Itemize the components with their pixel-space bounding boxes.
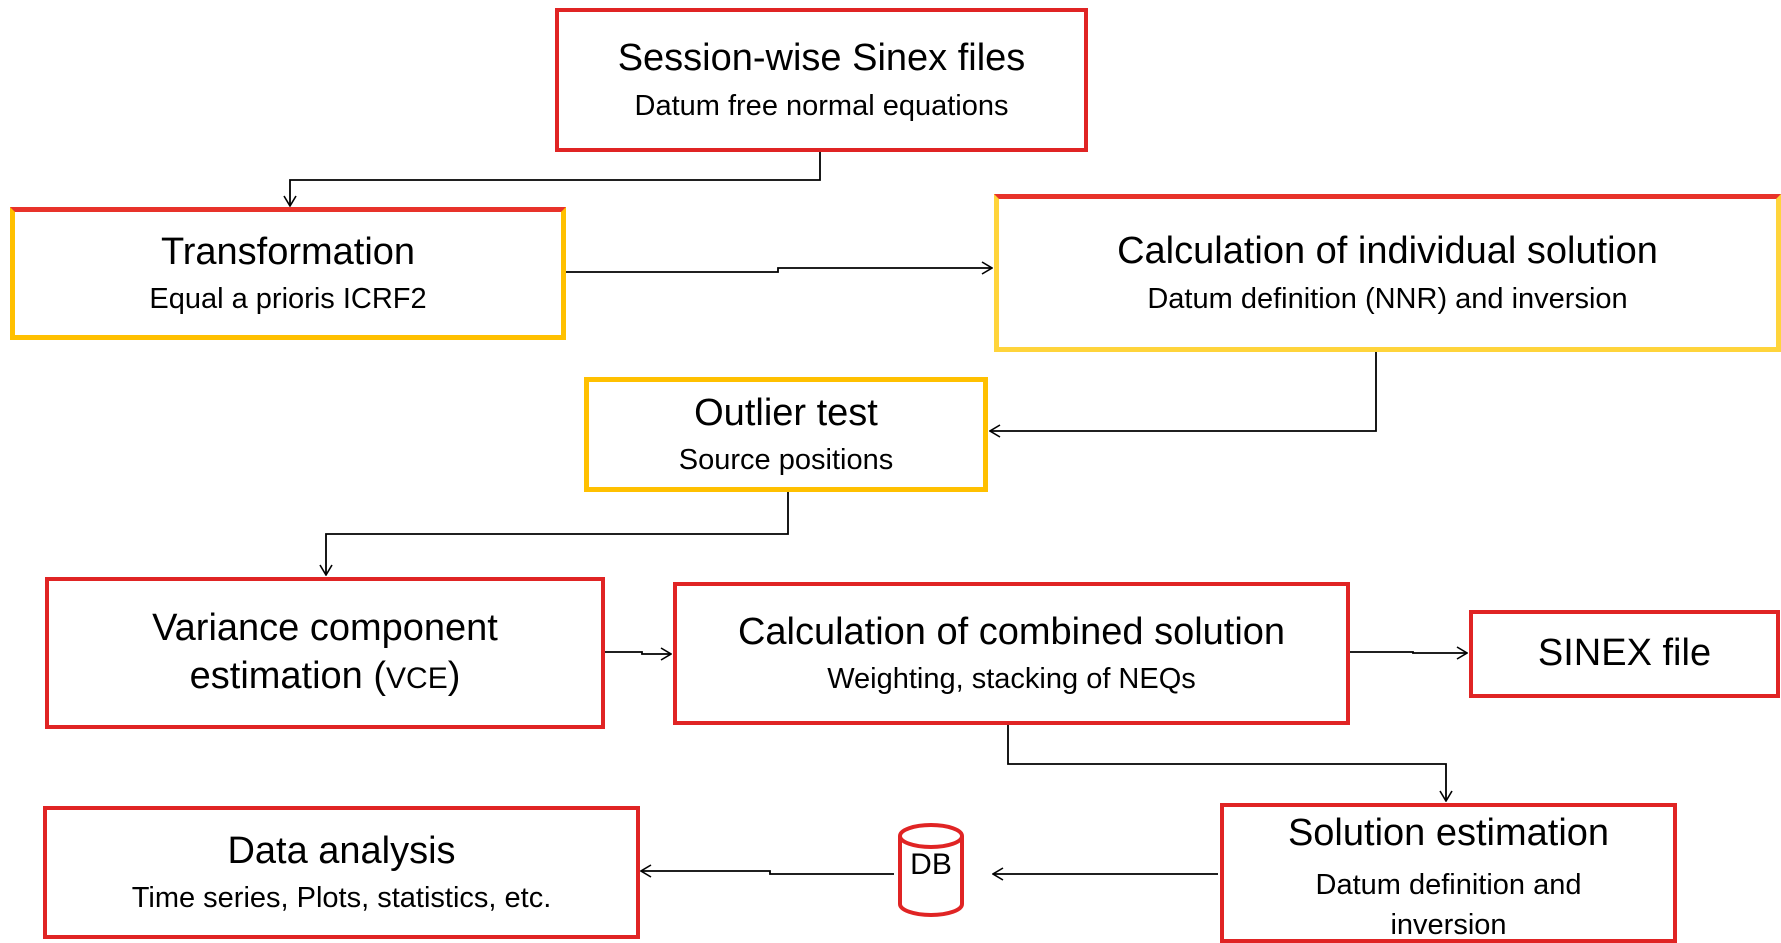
box-individual-solution-subtitle: Datum definition (NNR) and inversion <box>1147 282 1628 315</box>
box-vce-title-close: ) <box>447 655 461 697</box>
arrow-combined-to-estimation <box>1007 725 1446 801</box>
box-transformation: Transformation Equal a prioris ICRF2 <box>10 207 566 340</box>
box-outlier-test-subtitle: Source positions <box>678 444 894 477</box>
box-outlier-test: Outlier test Source positions <box>584 377 988 492</box>
arrow-db-to-analysis <box>641 871 894 874</box>
box-vce-title-prefix: estimation ( <box>189 655 387 697</box>
arrow-vce-to-combined <box>605 652 671 654</box>
box-vce: Variance component estimation (VCE) <box>45 577 605 729</box>
box-sinex-output: SINEX file <box>1469 610 1780 698</box>
box-sinex-input: Session-wise Sinex files Datum free norm… <box>555 8 1088 152</box>
box-data-analysis: Data analysis Time series, Plots, statis… <box>43 806 640 939</box>
box-sinex-output-title: SINEX file <box>1537 632 1712 675</box>
box-solution-estimation: Solution estimation Datum definition and… <box>1220 803 1677 943</box>
box-data-analysis-subtitle: Time series, Plots, statistics, etc. <box>131 882 552 915</box>
box-vce-title-abbr: VCE <box>386 662 448 695</box>
database-label: DB <box>910 848 952 881</box>
box-vce-title-line1: Variance component <box>152 607 498 650</box>
database-cylinder-icon <box>898 823 964 917</box>
arrow-combined-to-sinexfile <box>1350 652 1467 653</box>
box-combined-solution-title: Calculation of combined solution <box>737 610 1286 653</box>
box-solution-estimation-title: Solution estimation <box>1287 812 1610 854</box>
box-sinex-input-subtitle: Datum free normal equations <box>634 89 1009 122</box>
box-transformation-subtitle: Equal a prioris ICRF2 <box>149 283 427 316</box>
box-solution-estimation-subtitle-line2: inversion <box>1390 908 1507 941</box>
box-individual-solution: Calculation of individual solution Datum… <box>994 194 1781 352</box>
arrow-outlier-to-vce <box>326 492 789 575</box>
box-combined-solution-subtitle: Weighting, stacking of NEQs <box>827 663 1196 696</box>
box-data-analysis-title: Data analysis <box>227 829 456 872</box>
box-outlier-test-title: Outlier test <box>694 391 878 434</box>
arrow-sinex-to-transformation <box>290 150 821 206</box>
arrow-transformation-to-individual <box>566 268 992 272</box>
box-combined-solution: Calculation of combined solution Weighti… <box>673 582 1350 725</box>
box-individual-solution-title: Calculation of individual solution <box>1117 230 1658 273</box>
box-sinex-input-title: Session-wise Sinex files <box>617 37 1026 80</box>
arrow-individual-to-outlier <box>990 352 1377 431</box>
box-solution-estimation-subtitle-line1: Datum definition and <box>1315 868 1582 901</box>
box-transformation-title: Transformation <box>160 230 416 273</box>
box-vce-title-line2: estimation (VCE) <box>190 654 461 700</box>
